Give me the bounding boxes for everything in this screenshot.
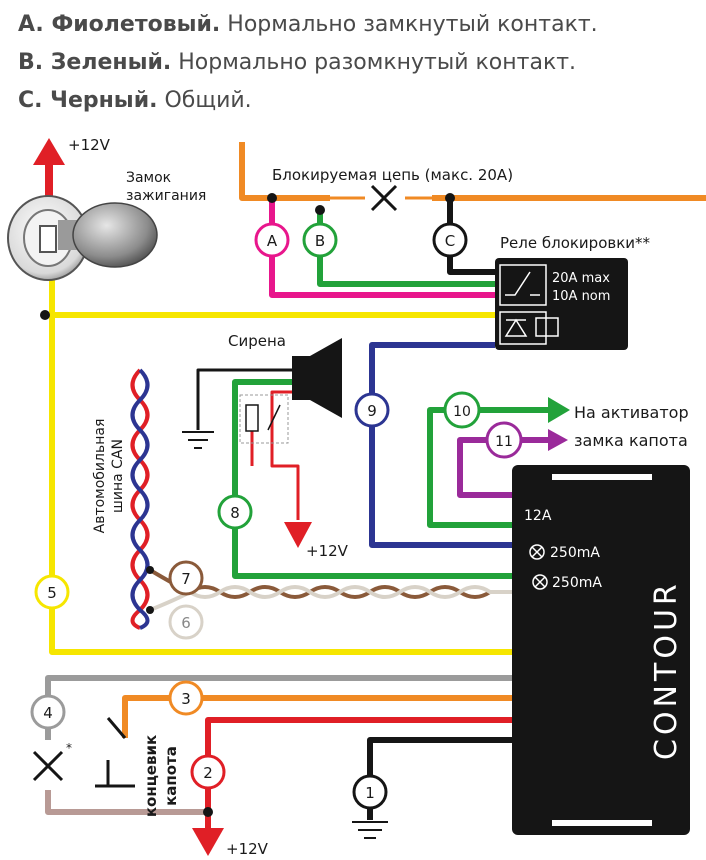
wire-badge-6: 6 <box>168 604 204 640</box>
svg-text:6: 6 <box>181 614 191 632</box>
can-label-1: Автомобильная <box>92 419 108 534</box>
siren-ground-wire <box>196 368 292 430</box>
wire-badge-7: 7 <box>168 560 204 596</box>
plus12-bottom-arrow-icon <box>192 828 224 856</box>
plus12-top-label: +12V <box>68 136 111 154</box>
wire-badge-5: 5 <box>34 574 70 610</box>
contact-a-label: A <box>267 232 278 250</box>
wire-badge-1: 1 <box>352 774 388 810</box>
wire-4-brown <box>45 790 210 815</box>
output-250ma-label-2: 250mA <box>552 575 602 591</box>
asterisk-label: * <box>66 741 72 755</box>
wire-badge-11: 11 <box>485 421 523 459</box>
legend-a-text: Нормально замкнутый контакт. <box>220 12 598 37</box>
siren-red-wire <box>270 390 300 520</box>
output-250ma-label-1: 250mA <box>550 545 600 561</box>
legend-b-text: Нормально разомкнутый контакт. <box>171 50 577 75</box>
svg-text:2: 2 <box>203 764 213 782</box>
wire-3-orange <box>122 695 520 738</box>
blocking-relay <box>495 258 628 350</box>
wire-badge-4: 4 <box>30 694 66 730</box>
svg-text:8: 8 <box>230 504 240 522</box>
svg-text:3: 3 <box>181 690 191 708</box>
wire-4-break-x-icon <box>32 750 64 782</box>
legend: A. Фиолетовый. Нормально замкнутый конта… <box>18 6 598 120</box>
relay-max-label: 20A max <box>552 271 610 286</box>
output-250ma-icons <box>529 544 548 590</box>
siren-relay-coil <box>245 404 259 432</box>
contact-c-label: C <box>445 232 455 250</box>
hood-actuator-arrows <box>545 397 570 451</box>
blocked-circuit-label: Блокируемая цепь (макс. 20А) <box>272 166 513 184</box>
legend-c-text: Общий. <box>157 88 252 113</box>
wire-9-blue <box>369 342 520 548</box>
legend-a-key: A. Фиолетовый. <box>18 12 221 37</box>
ground-bottom-icon <box>352 821 388 839</box>
break-x-icon <box>370 184 398 212</box>
siren-relay-contact <box>267 404 281 431</box>
svg-text:1: 1 <box>365 784 375 802</box>
hood-actuator-label-2: замка капота <box>574 431 688 450</box>
legend-c-key: C. Черный. <box>18 88 158 113</box>
wire-2-red <box>205 717 520 840</box>
plus12-top-arrow-icon <box>33 138 65 205</box>
ignition-lock-icon <box>7 195 158 281</box>
relay-nom-label: 10A nom <box>552 289 610 304</box>
ignition-label-1: Замок <box>126 170 171 186</box>
hood-switch-label-1: концевик <box>142 735 160 817</box>
wire-badge-8: 8 <box>217 494 253 530</box>
wire-badge-3: 3 <box>168 680 204 716</box>
svg-text:5: 5 <box>47 584 57 602</box>
ignition-label-2: зажигания <box>126 188 206 204</box>
wire-badge-2: 2 <box>190 754 226 790</box>
svg-text:9: 9 <box>367 402 377 420</box>
contact-a: A <box>254 222 290 258</box>
siren-relay-box <box>239 394 289 444</box>
ground-siren-icon <box>182 431 214 449</box>
svg-text:11: 11 <box>495 434 513 450</box>
legend-a: A. Фиолетовый. Нормально замкнутый конта… <box>18 6 598 44</box>
svg-text:10: 10 <box>453 404 471 420</box>
legend-b-key: B. Зеленый. <box>18 50 172 75</box>
plus12-bottom-label: +12V <box>226 840 269 858</box>
wire-10-green <box>427 407 545 528</box>
wire-5-yellow <box>49 240 520 655</box>
legend-b: B. Зеленый. Нормально разомкнутый контак… <box>18 44 598 82</box>
wire-badge-9: 9 <box>354 392 390 428</box>
relay-label: Реле блокировки** <box>500 234 651 252</box>
contact-c: C <box>432 222 468 258</box>
output-12a-label: 12A <box>524 508 552 524</box>
contact-b-label: B <box>315 232 325 250</box>
siren-label: Сирена <box>228 332 286 350</box>
hood-actuator-label-1: На активатор <box>574 403 689 422</box>
contact-b: B <box>302 222 338 258</box>
contour-main-unit <box>512 465 690 835</box>
svg-text:7: 7 <box>181 570 191 588</box>
hood-switch-label-2: капота <box>162 746 180 806</box>
svg-text:4: 4 <box>43 704 53 722</box>
plus12-siren-label: +12V <box>306 542 349 560</box>
legend-c: C. Черный. Общий. <box>18 82 598 120</box>
siren-icon <box>292 338 342 418</box>
wire-8-green <box>232 379 520 579</box>
wire-6-7-twisted <box>148 568 520 612</box>
blocked-circuit-wire-left <box>239 142 330 201</box>
can-bus-twisted-pair <box>130 368 150 630</box>
plus12-siren-arrow-icon <box>284 522 312 548</box>
brand-logo: CONTOUR <box>649 580 684 760</box>
hood-switch-icon <box>95 717 135 788</box>
wire-badge-10: 10 <box>443 391 481 429</box>
wire-1-black <box>367 737 520 820</box>
can-label-2: шина CAN <box>110 439 126 513</box>
